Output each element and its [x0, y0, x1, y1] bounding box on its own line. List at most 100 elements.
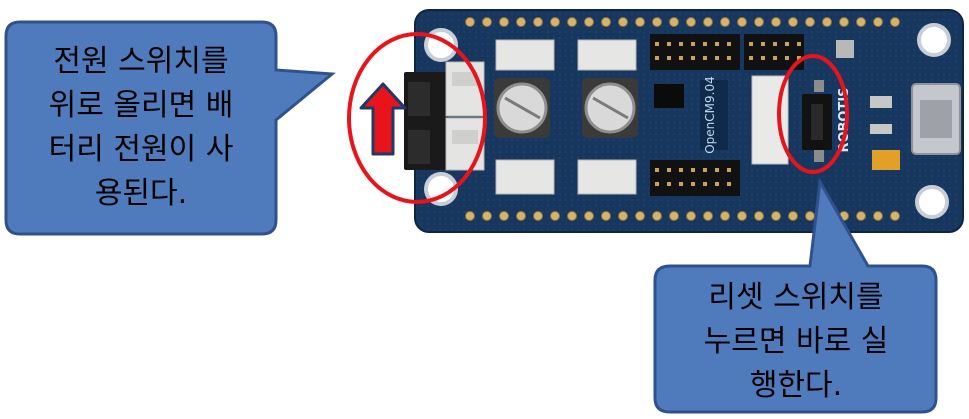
header-pin — [655, 182, 659, 186]
pin — [465, 211, 475, 221]
header-pin — [667, 182, 671, 186]
header-pin — [785, 56, 789, 60]
header-pin — [655, 168, 659, 172]
pin — [703, 211, 713, 221]
connector — [495, 39, 555, 71]
pin — [584, 17, 594, 27]
header-pin — [655, 42, 659, 46]
pin — [788, 17, 798, 27]
pin — [618, 17, 628, 27]
header-pin — [703, 168, 707, 172]
pin — [856, 211, 866, 221]
header-pin — [679, 42, 683, 46]
header-pin — [679, 182, 683, 186]
header-pins-bottom — [465, 211, 900, 221]
pin — [720, 17, 730, 27]
pin — [499, 211, 509, 221]
header-pin — [703, 56, 707, 60]
pin — [686, 211, 696, 221]
highlight-ring-reset — [777, 54, 849, 174]
pin — [737, 17, 747, 27]
header-pin — [655, 56, 659, 60]
header-pin — [667, 56, 671, 60]
header-pin — [773, 56, 777, 60]
header-pin — [691, 56, 695, 60]
pin — [771, 17, 781, 27]
pin — [669, 17, 679, 27]
pin — [635, 17, 645, 27]
pin — [482, 211, 492, 221]
pcb-board: OpenCM9.04 ROBOTIS — [404, 9, 964, 233]
pin — [703, 17, 713, 27]
reset-switch[interactable] — [802, 80, 832, 162]
callout-reset-line: 행한다. — [749, 368, 843, 403]
board-label: OpenCM9.04 — [703, 76, 717, 154]
header-pin — [691, 42, 695, 46]
pin — [465, 17, 475, 27]
pin — [567, 17, 577, 27]
header-pin — [727, 56, 731, 60]
header-pin — [679, 168, 683, 172]
callout-reset — [653, 177, 938, 414]
pin — [873, 17, 883, 27]
capacitor — [582, 78, 638, 138]
connector — [577, 39, 637, 71]
header-pin — [679, 56, 683, 60]
pin — [856, 17, 866, 27]
pin — [788, 211, 798, 221]
pin-header — [650, 160, 740, 196]
chip — [654, 84, 684, 108]
pin — [890, 17, 900, 27]
highlight-ring-power — [347, 32, 487, 204]
pin — [737, 211, 747, 221]
chip — [700, 80, 728, 150]
header-pin — [749, 56, 753, 60]
pin — [873, 211, 883, 221]
header-pin — [797, 56, 801, 60]
header-pin — [727, 182, 731, 186]
header-pin — [773, 42, 777, 46]
pin — [839, 17, 849, 27]
capacitor — [494, 78, 550, 138]
header-pins-top — [465, 17, 900, 27]
header-pin — [761, 56, 765, 60]
header-pin — [749, 42, 753, 46]
callout-reset-line: 리셋 스위치를 — [708, 280, 884, 315]
pin — [550, 211, 560, 221]
mount-hole — [917, 23, 951, 57]
callout-power-line: 전원 스위치를 — [53, 44, 229, 79]
pin — [669, 211, 679, 221]
header-pin — [761, 42, 765, 46]
pin — [805, 17, 815, 27]
pin — [516, 17, 526, 27]
pin — [601, 17, 611, 27]
pin — [635, 211, 645, 221]
header-pin — [715, 182, 719, 186]
pin — [686, 17, 696, 27]
pin — [499, 17, 509, 27]
pin — [754, 17, 764, 27]
header-pin — [715, 168, 719, 172]
power-switch[interactable] — [404, 72, 448, 170]
connector — [445, 61, 485, 117]
connector — [577, 159, 637, 195]
pin-header — [650, 34, 740, 70]
pin — [601, 211, 611, 221]
callout-reset-text: 리셋 스위치를 누르면 바로 실 행한다. — [658, 276, 934, 408]
up-arrow-icon — [359, 82, 407, 156]
header-pin — [797, 42, 801, 46]
callout-power — [4, 20, 336, 236]
header-pin — [715, 56, 719, 60]
pin — [533, 17, 543, 27]
header-pin — [667, 168, 671, 172]
pin — [652, 17, 662, 27]
pin — [890, 211, 900, 221]
pin — [516, 211, 526, 221]
header-pin — [715, 42, 719, 46]
header-pin — [691, 168, 695, 172]
header-pin — [727, 168, 731, 172]
pin — [720, 211, 730, 221]
pin — [533, 211, 543, 221]
header-pin — [703, 42, 707, 46]
